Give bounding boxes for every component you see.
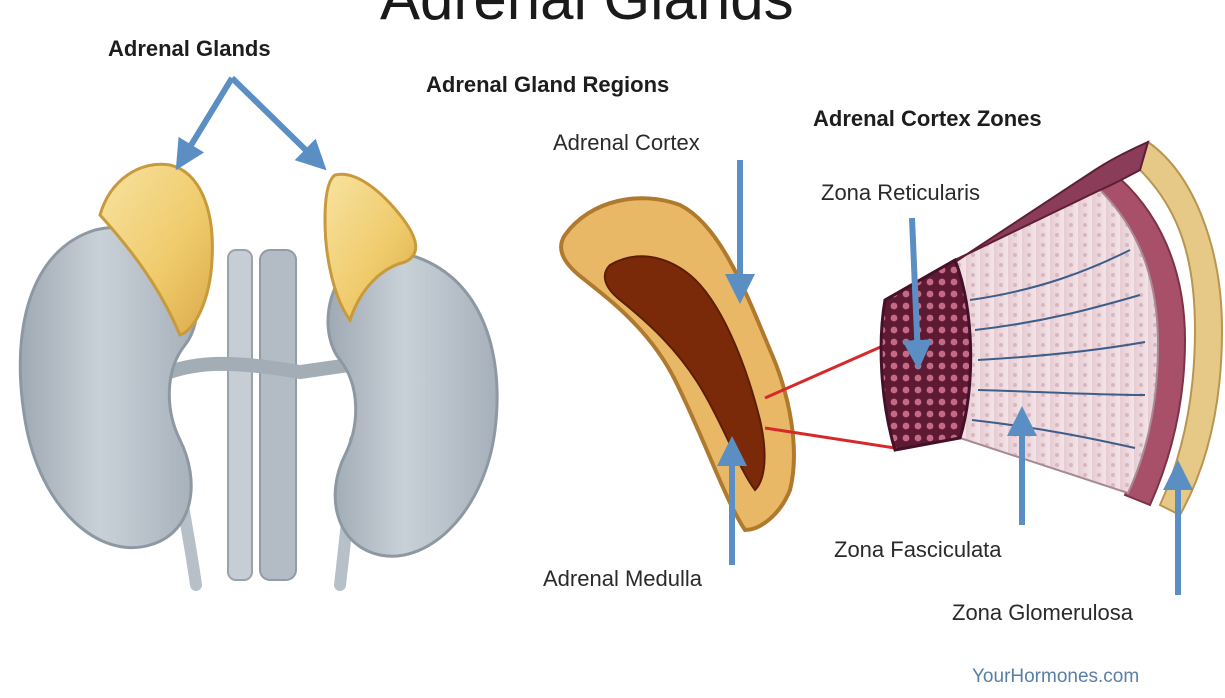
label-zona-fasciculata: Zona Fasciculata (834, 537, 1002, 563)
zona-fasciculata-band (955, 190, 1158, 493)
zona-reticularis-band (881, 260, 971, 450)
diagram-title: Adrenal Glands (380, 0, 794, 33)
aorta (228, 250, 252, 580)
vena-cava (260, 250, 296, 580)
arrow-to-right-gland (232, 78, 318, 162)
heading-cortex-zones: Adrenal Cortex Zones (813, 106, 1042, 132)
zoom-line-top (765, 345, 885, 398)
heading-gland-regions: Adrenal Gland Regions (426, 72, 669, 98)
arrow-to-left-gland (182, 78, 232, 160)
cortex-zones-wedge (881, 142, 1222, 595)
kidneys-illustration (20, 78, 497, 585)
gland-cross-section (561, 160, 794, 565)
source-credit: YourHormones.com (972, 666, 1139, 688)
label-adrenal-medulla: Adrenal Medulla (543, 566, 702, 592)
label-adrenal-cortex: Adrenal Cortex (553, 130, 700, 156)
label-zona-glomerulosa: Zona Glomerulosa (952, 600, 1133, 626)
label-zona-reticularis: Zona Reticularis (821, 180, 980, 206)
heading-adrenal-glands: Adrenal Glands (108, 36, 271, 62)
